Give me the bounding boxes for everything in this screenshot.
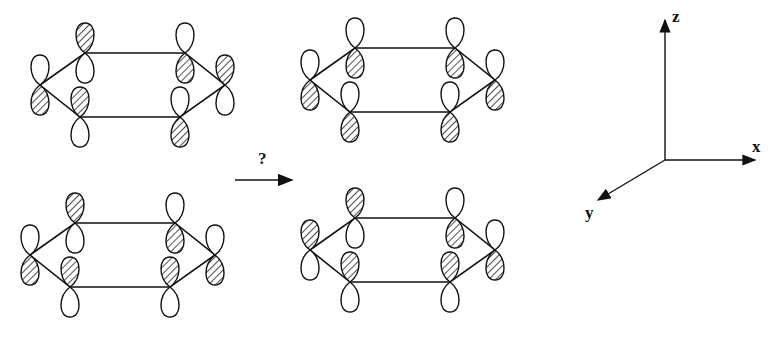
axis-label: x bbox=[752, 138, 761, 155]
p-orbital-lobe bbox=[61, 287, 79, 317]
molecule bbox=[301, 188, 504, 312]
p-orbital-lobe bbox=[486, 50, 504, 80]
p-orbital-lobe bbox=[176, 23, 194, 53]
p-orbital-lobe bbox=[21, 225, 39, 255]
p-orbital-lobe bbox=[346, 188, 364, 218]
p-orbital-lobe bbox=[171, 87, 189, 117]
p-orbital-lobe bbox=[61, 257, 79, 287]
p-orbital-lobe bbox=[301, 250, 319, 280]
p-orbital-lobe bbox=[76, 23, 94, 53]
x-axis bbox=[665, 159, 755, 160]
p-orbital-lobe bbox=[446, 48, 464, 78]
p-orbital-lobe bbox=[341, 252, 359, 282]
reaction-arrow bbox=[235, 179, 292, 181]
p-orbital-lobe bbox=[206, 225, 224, 255]
p-orbital-lobe bbox=[166, 223, 184, 253]
p-orbital-lobe bbox=[346, 48, 364, 78]
p-orbital-lobe bbox=[76, 53, 94, 83]
p-orbital-lobe bbox=[206, 255, 224, 285]
molecule bbox=[301, 18, 504, 142]
p-orbital-lobe bbox=[486, 80, 504, 110]
reaction-question: ? bbox=[258, 150, 267, 167]
p-orbital-lobe bbox=[31, 55, 49, 85]
p-orbital-lobe bbox=[176, 53, 194, 83]
p-orbital-lobe bbox=[446, 218, 464, 248]
ring-frame bbox=[310, 218, 495, 282]
p-orbital-lobe bbox=[301, 50, 319, 80]
p-orbital-lobe bbox=[216, 55, 234, 85]
p-orbital-lobe bbox=[66, 223, 84, 253]
ring-frame bbox=[30, 223, 215, 287]
p-orbital-lobe bbox=[486, 250, 504, 280]
p-orbital-lobe bbox=[346, 18, 364, 48]
p-orbital-lobe bbox=[441, 252, 459, 282]
p-orbital-lobe bbox=[171, 117, 189, 147]
molecule bbox=[21, 193, 224, 317]
p-orbital-lobe bbox=[161, 287, 179, 317]
p-orbital-lobe bbox=[66, 193, 84, 223]
y-axis bbox=[598, 160, 665, 200]
p-orbital-lobe bbox=[161, 257, 179, 287]
p-orbital-lobe bbox=[166, 193, 184, 223]
ring-frame bbox=[40, 53, 225, 117]
axis-label: z bbox=[672, 8, 680, 25]
z-axis bbox=[664, 20, 665, 160]
p-orbital-lobe bbox=[441, 82, 459, 112]
p-orbital-lobe bbox=[301, 80, 319, 110]
p-orbital-lobe bbox=[346, 218, 364, 248]
p-orbital-lobe bbox=[446, 188, 464, 218]
p-orbital-lobe bbox=[486, 220, 504, 250]
p-orbital-lobe bbox=[71, 87, 89, 117]
axis-label: y bbox=[585, 204, 594, 221]
p-orbital-lobe bbox=[341, 82, 359, 112]
p-orbital-lobe bbox=[216, 85, 234, 115]
p-orbital-lobe bbox=[441, 282, 459, 312]
p-orbital-lobe bbox=[441, 112, 459, 142]
molecule bbox=[31, 23, 234, 147]
p-orbital-lobe bbox=[31, 85, 49, 115]
p-orbital-lobe bbox=[301, 220, 319, 250]
p-orbital-lobe bbox=[341, 112, 359, 142]
ring-frame bbox=[310, 48, 495, 112]
p-orbital-lobe bbox=[446, 18, 464, 48]
p-orbital-lobe bbox=[21, 255, 39, 285]
p-orbital-lobe bbox=[341, 282, 359, 312]
p-orbital-lobe bbox=[71, 117, 89, 147]
